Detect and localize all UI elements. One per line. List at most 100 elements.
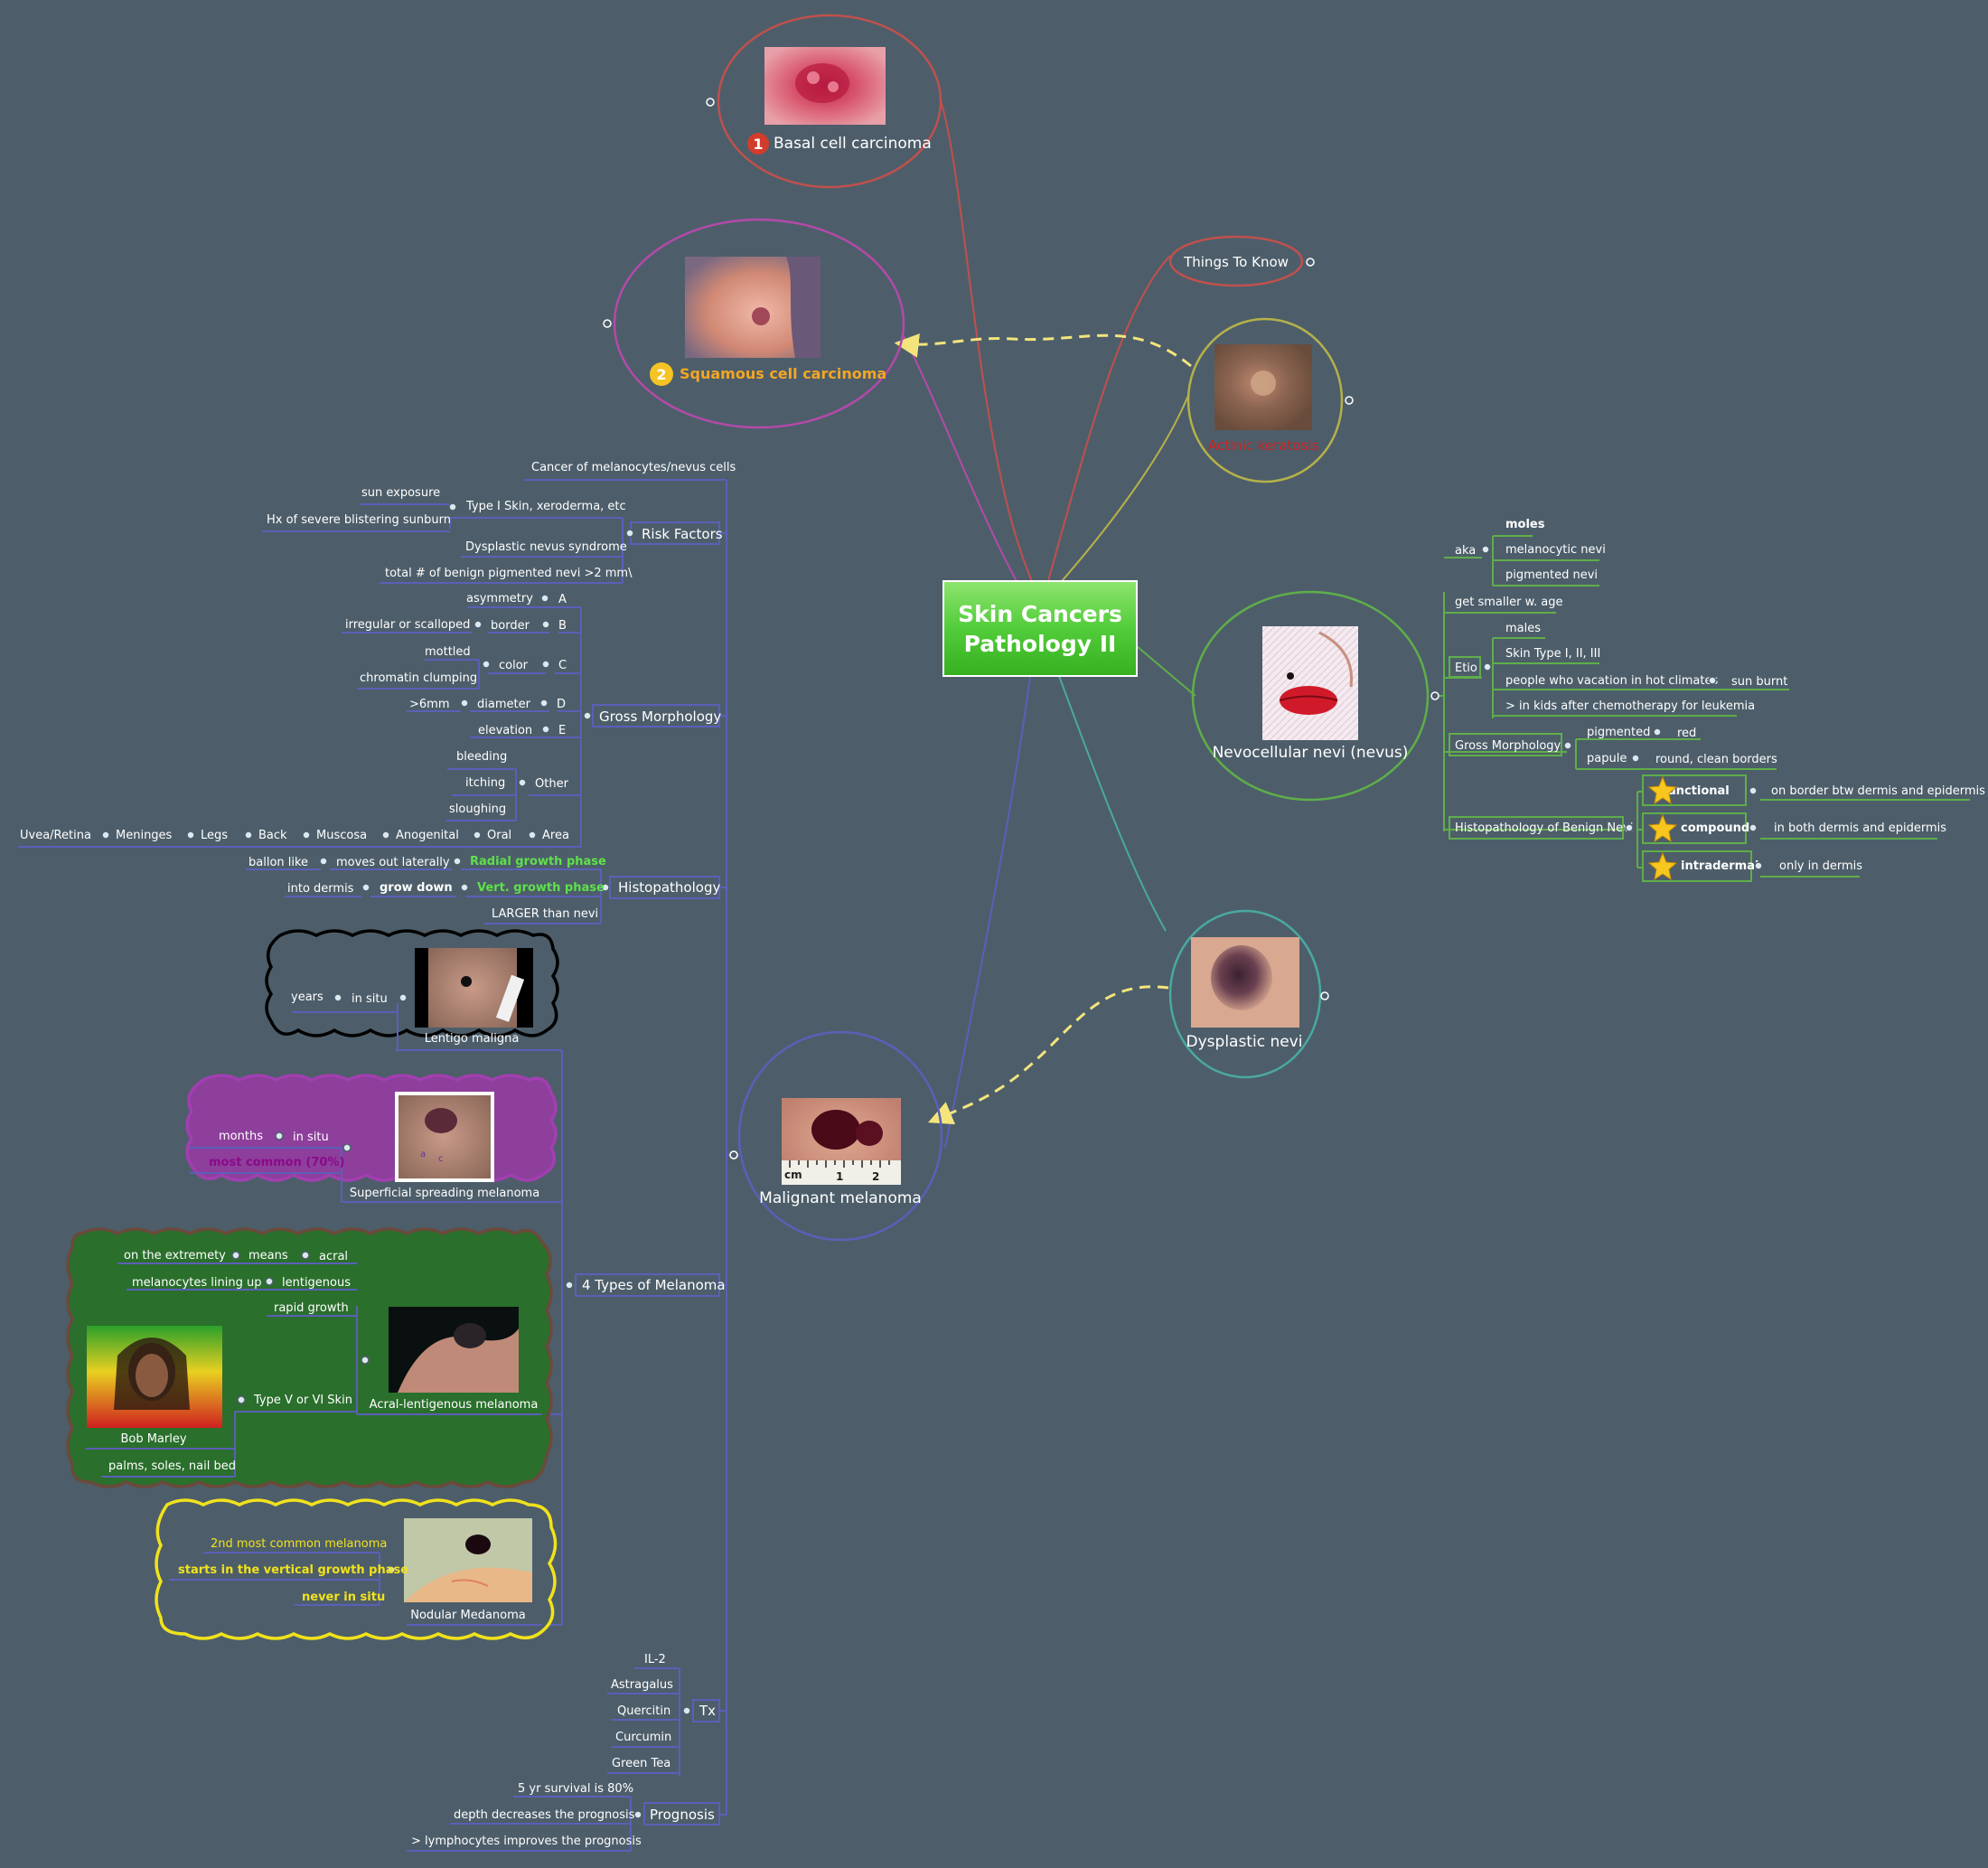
collapse-toggle-nevus[interactable] [1430,691,1439,700]
tx-item: Quercitin [617,1704,670,1718]
nevus-sunburnt: sun burnt [1731,675,1787,689]
nevus-smaller: get smaller w. age [1455,596,1563,609]
basal-cell-label: Basal cell carcinoma [774,135,932,153]
collapse-toggle[interactable] [729,1150,738,1159]
superficial-label: Superficial spreading melanoma [350,1187,539,1200]
dot [186,831,195,840]
gross-morphology-label: Gross Morphology [599,709,721,725]
dot [1653,727,1662,737]
dot [528,831,537,840]
risk-type1: Type I Skin, xeroderma, etc [465,500,626,513]
image-letter-a: a [420,1150,426,1159]
nodular-second: 2nd most common melanoma [211,1537,387,1551]
nevus-intradermal-desc: only in dermis [1779,859,1862,873]
nevus-intradermal: intradermal [1681,859,1758,873]
dot [1563,741,1572,750]
ruler-cm-label: cm [784,1169,802,1181]
connector-actinic [1061,392,1190,582]
dot [342,1143,352,1152]
tx-item: IL-2 [644,1653,666,1666]
dot [265,1277,274,1286]
squamous-cell-node[interactable]: 2 Squamous cell carcinoma [613,218,905,429]
histo-radial: Radial growth phase [470,855,606,868]
histo-grow: grow down [380,881,453,895]
dot [1481,545,1490,554]
nevus-labels: aka moles melanocytic nevi pigmented nev… [1430,518,1985,881]
gross-border: border [491,619,530,633]
collapse-toggle-actinic[interactable] [1345,396,1354,405]
nevus-kids: > in kids after chemotherapy for leukemi… [1505,699,1755,713]
lentigo-maligna-cloud[interactable]: Lentigo maligna years in situ [265,929,559,1051]
dysplastic-nevi-node[interactable]: Dysplastic nevi [1168,909,1322,1079]
number-two-icon [650,362,673,386]
dot [244,831,253,840]
actinic-keratosis-node[interactable]: Actinic keratosis [1186,317,1344,483]
acral-lentigenous-cloud[interactable]: Acral-lentigenous melanoma on the extrem… [66,1227,553,1488]
tx-item: Astragalus [611,1678,673,1692]
tx-label: Tx [699,1703,716,1719]
prognosis-label: Prognosis [650,1807,715,1823]
dot [387,1565,396,1574]
acral-acral: acral [319,1250,348,1263]
acral-label: Acral-lentigenous melanoma [370,1398,539,1412]
melanoma-node[interactable]: cm 1 2 Malignant melanoma [737,1030,943,1242]
nevus-image [1262,626,1358,740]
gross-color: color [499,659,529,672]
star-icon [1647,775,1678,805]
nevus-aka: aka [1455,544,1476,558]
risk-factors-label: Risk Factors [642,526,723,542]
prognosis-depth: depth decreases the prognosis [454,1808,635,1822]
dot [682,1706,691,1715]
dot [1483,662,1492,671]
things-to-know-label: Things To Know [1183,254,1289,270]
collapse-toggle-squamous[interactable] [603,319,612,328]
acral-lining: melanocytes lining up [132,1276,261,1290]
area-chain-item: Oral [487,829,511,842]
nodular-melanoma-cloud[interactable]: Nodular Medanoma 2nd most common melanom… [155,1498,558,1640]
gross-chromatin: chromatin clumping [360,671,477,685]
dot [460,699,469,708]
collapse-toggle-dysplastic[interactable] [1320,991,1329,1000]
dot [302,831,311,840]
image-letter-c: c [438,1154,444,1164]
collapse-toggle-basal[interactable] [706,98,715,107]
number-one-icon [747,133,769,155]
gross-sloughing: sloughing [449,803,506,816]
area-chain-item: Muscosa [316,829,367,842]
acral-means: means [248,1249,288,1263]
acral-extremety: on the extremety [124,1249,226,1263]
ruler-one-label: 1 [836,1170,843,1183]
melanoma-image: cm 1 2 [782,1098,901,1185]
area-chain-item: Uvea/Retina [20,829,91,842]
dot [625,529,634,538]
nevus-junctional: junctional [1663,784,1730,798]
bob-marley-label: Bob Marley [120,1432,186,1446]
superficial-spreading-image: a c [395,1092,494,1182]
nevus-compound-desc: in both dermis and epidermis [1774,821,1946,835]
dot [1754,861,1763,870]
squamous-cell-image [685,257,821,358]
histo-ballon: ballon like [248,856,308,869]
basal-cell-node[interactable]: 1 Basal cell carcinoma [717,14,942,189]
four-types-label: 4 Types of Melanoma [582,1277,726,1293]
nevus-red: red [1677,727,1696,740]
gross-six: >6mm [409,698,450,711]
nevus-node[interactable]: Nevocellular nevi (nevus) [1191,590,1430,802]
central-title-line2: Pathology II [964,631,1117,657]
collapse-toggle-things[interactable] [1306,258,1315,267]
dashed-arrow-dysplastic-to-melanoma [928,985,1169,1125]
things-to-know-node[interactable]: Things To Know [1168,235,1304,287]
nevus-etio: Etio [1455,662,1477,675]
nevus-pigmented: pigmented [1587,726,1650,739]
superficial-spreading-cloud[interactable]: a c Superficial spreading melanoma month… [185,1074,558,1203]
nodular-melanoma-image [404,1518,532,1602]
number-two-icon-label: 2 [656,366,666,383]
dot [301,1251,310,1260]
dot [1625,823,1634,832]
dot [541,620,550,629]
histo-larger: LARGER than nevi [492,907,598,921]
central-topic[interactable]: Skin Cancers Pathology II [942,580,1138,677]
area-chain-item: Anogenital [396,829,459,842]
actinic-keratosis-image [1214,344,1312,430]
